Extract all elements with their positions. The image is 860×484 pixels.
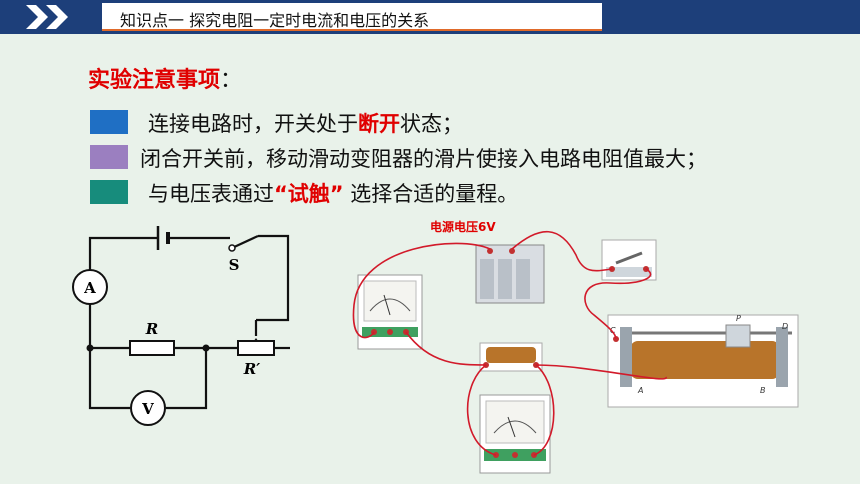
title-box: 知识点一 探究电阻一定时电流和电压的关系 bbox=[102, 3, 602, 31]
sliding-rheostat-device: C D P A B bbox=[607, 314, 799, 408]
junction-dot bbox=[86, 344, 94, 352]
knife-switch bbox=[601, 239, 657, 281]
rheostat-letter-b: B bbox=[760, 386, 766, 395]
power-voltage-label: 电源电压6V bbox=[430, 219, 496, 234]
page-title: 知识点一 探究电阻一定时电流和电压的关系 bbox=[120, 11, 430, 30]
switch-label: S bbox=[229, 256, 240, 274]
rheostat-letter-a: A bbox=[637, 386, 643, 395]
junction-dot bbox=[202, 344, 210, 352]
bullet-square-teal bbox=[90, 180, 128, 204]
note-text-1: 连接电路时，开关处于断开状态； bbox=[148, 108, 463, 138]
resistor-label: R bbox=[145, 320, 158, 338]
rheostat bbox=[237, 340, 275, 356]
note-3-pre: 与电压表通过 bbox=[148, 182, 274, 206]
heading-colon: ： bbox=[220, 68, 243, 93]
rheostat-letter-c: C bbox=[610, 326, 616, 335]
battery-box bbox=[475, 244, 545, 304]
resistor-device bbox=[479, 342, 543, 372]
rheostat-letter-d: D bbox=[782, 322, 788, 331]
rheostat-letter-p: P bbox=[736, 314, 741, 323]
top-bar: 知识点一 探究电阻一定时电流和电压的关系 bbox=[0, 0, 860, 34]
note-text-3: 与电压表通过“试触” 选择合适的量程。 bbox=[148, 178, 518, 208]
heading-text: 实验注意事项 bbox=[88, 68, 221, 93]
note-3-post: 选择合适的量程。 bbox=[343, 182, 519, 206]
section-heading: 实验注意事项： bbox=[88, 62, 242, 94]
note-1-post: 状态； bbox=[400, 112, 463, 136]
connecting-wires bbox=[352, 230, 667, 456]
experiment-apparatus-illustration: 电源电压6V bbox=[352, 219, 799, 474]
voltmeter-symbol bbox=[130, 390, 166, 426]
voltmeter-device bbox=[479, 394, 551, 474]
voltmeter-label: V bbox=[141, 400, 154, 418]
bullet-square-purple bbox=[90, 145, 128, 169]
note-2-pre: 闭合开关前，移动滑动变阻器的滑片使接入电路电阻值最大； bbox=[140, 147, 707, 171]
note-1-pre: 连接电路时，开关处于 bbox=[148, 112, 358, 136]
ammeter-symbol bbox=[72, 269, 108, 305]
ammeter-label: A bbox=[83, 279, 96, 297]
note-3-highlight: “试触” bbox=[274, 182, 344, 206]
note-1-highlight: 断开 bbox=[358, 112, 400, 136]
circuit-diagram: A V S R R′ bbox=[72, 226, 290, 426]
rheostat-label: R′ bbox=[243, 360, 260, 378]
double-chevron-icon bbox=[26, 5, 68, 29]
resistor-r bbox=[129, 340, 175, 356]
switch-pivot bbox=[228, 244, 236, 252]
bullet-square-blue bbox=[90, 110, 128, 134]
note-text-2: 闭合开关前，移动滑动变阻器的滑片使接入电路电阻值最大； bbox=[140, 143, 707, 173]
